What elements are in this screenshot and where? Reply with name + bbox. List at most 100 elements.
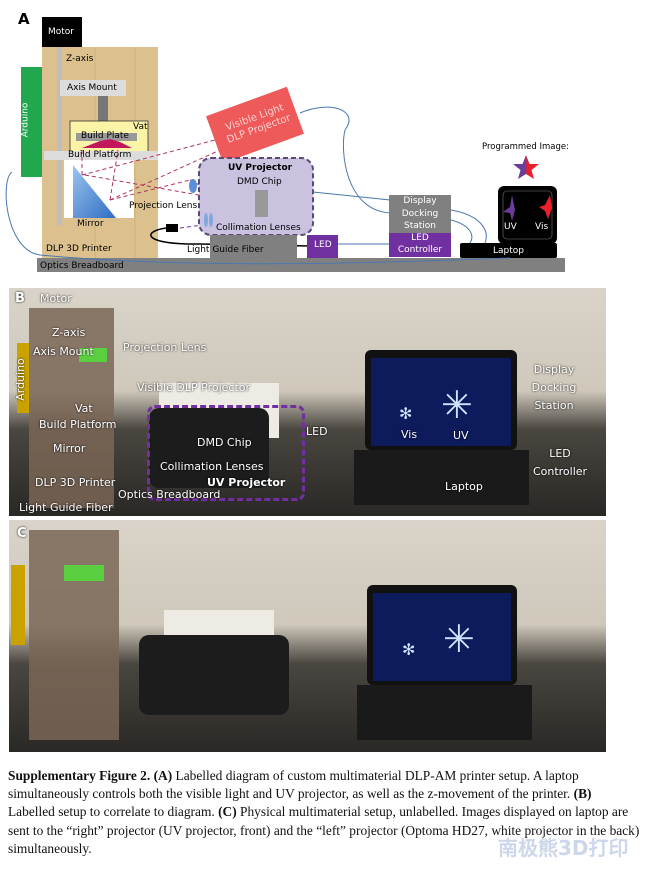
projector-base bbox=[210, 235, 297, 258]
led-controller-label: LED Controller bbox=[397, 233, 443, 255]
panel-a-letter: A bbox=[18, 10, 30, 28]
dmd-chip-label: DMD Chip bbox=[237, 177, 282, 187]
vis-label: Vis bbox=[535, 222, 549, 232]
fiber-tip bbox=[166, 224, 178, 232]
build-platform-label: Build Platform bbox=[68, 150, 132, 160]
vat-label: Vat bbox=[133, 122, 148, 132]
build-plate-label: Build Plate bbox=[81, 131, 129, 141]
projection-lens-label: Projection Lens bbox=[129, 201, 198, 211]
laptop-base-photo bbox=[357, 685, 532, 740]
led-controller-box bbox=[389, 233, 451, 257]
b-dmd-chip-label: DMD Chip bbox=[197, 436, 252, 449]
b-projection-lens-label: Projection Lens bbox=[123, 341, 207, 354]
build-plate bbox=[76, 133, 137, 141]
b-axis-mount-label: Axis Mount bbox=[33, 345, 94, 358]
light-guide-fiber bbox=[150, 227, 311, 247]
b-visible-projector-label: Visible DLP Projector bbox=[137, 381, 251, 394]
projection-lens bbox=[189, 179, 197, 193]
collimation-lens bbox=[209, 213, 213, 227]
uv-projector-photo bbox=[139, 635, 289, 715]
build-platform bbox=[44, 151, 158, 160]
optics-breadboard bbox=[37, 258, 565, 272]
b-motor-label: Motor bbox=[40, 292, 72, 305]
led-box bbox=[307, 235, 338, 258]
caption-ref-a: (A) bbox=[153, 768, 173, 783]
collimation-lenses-label: Collimation Lenses bbox=[216, 223, 301, 233]
motor-box bbox=[42, 17, 82, 47]
caption-ref-b: (B) bbox=[573, 786, 592, 802]
vis-star-icon bbox=[539, 195, 552, 219]
b-docking-station-label: Display Docking Station bbox=[531, 363, 577, 412]
caption-text-b: Labelled setup to correlate to diagram. bbox=[8, 804, 219, 820]
printed-part bbox=[82, 139, 132, 148]
printer-frame-photo bbox=[29, 530, 119, 740]
uv-projector-outline bbox=[147, 405, 305, 501]
laptop-screen-photo bbox=[371, 358, 511, 446]
diagram-shapes bbox=[5, 47, 565, 272]
light-guide-fiber-label: Light Guide Fiber bbox=[187, 245, 264, 255]
laptop-base-photo bbox=[354, 450, 529, 505]
axis-mount-label: Axis Mount bbox=[67, 83, 117, 93]
optics-breadboard-label: Optics Breadboard bbox=[40, 261, 124, 271]
b-dlp-printer-label: DLP 3D Printer bbox=[35, 476, 116, 489]
uv-projector-label: UV Projector bbox=[228, 163, 293, 173]
laptop-label: Laptop bbox=[493, 246, 524, 256]
caption-text-c: Physical multimaterial setup, unlabelled… bbox=[8, 804, 640, 856]
b-vis-label: Vis bbox=[401, 428, 418, 441]
snowflake-icon: ✳ bbox=[441, 383, 473, 427]
star-icon bbox=[513, 155, 539, 179]
snowflake-icon: ✻ bbox=[402, 640, 416, 659]
axis-mount-photo bbox=[64, 565, 104, 581]
snowflake-icon: ✻ bbox=[399, 404, 413, 423]
docking-station-label: Display Docking Station bbox=[401, 196, 439, 231]
dmd-chip bbox=[255, 190, 268, 217]
led-label: LED bbox=[314, 240, 332, 250]
watermark: 南极熊3D打印 bbox=[498, 836, 629, 860]
b-laptop-label: Laptop bbox=[445, 480, 483, 493]
z-axis-rod bbox=[57, 47, 62, 225]
b-arduino-label: Arduino bbox=[13, 358, 27, 401]
b-light-guide-fiber-label: Light Guide Fiber bbox=[19, 501, 113, 514]
arduino-photo bbox=[17, 343, 29, 413]
panel-b-photo: ✻ ✳ B Motor Z-axis Axis Mount Arduino Pr… bbox=[9, 288, 606, 516]
uv-label: UV bbox=[504, 222, 517, 232]
figure-caption: Supplementary Figure 2. (A) Labelled dia… bbox=[8, 767, 640, 858]
panel-b-letter: B bbox=[15, 291, 25, 306]
motor-label: Motor bbox=[48, 27, 75, 37]
collimation-lens bbox=[204, 213, 208, 227]
laptop-screen-photo bbox=[373, 593, 511, 681]
arduino-board bbox=[21, 67, 42, 177]
docking-station-box bbox=[389, 195, 451, 233]
programmed-image-label: Programmed Image: bbox=[482, 142, 569, 152]
b-uv-label: UV bbox=[453, 429, 469, 442]
panel-a-diagram: A Motor Z-axis Axis Mount Arduino Vat Bu… bbox=[0, 0, 648, 280]
axis-mount-photo bbox=[79, 348, 107, 362]
b-z-axis-label: Z-axis bbox=[52, 326, 86, 339]
panel-c-photo: ✻ ✳ C bbox=[9, 520, 606, 752]
caption-ref-c: (C) bbox=[218, 804, 237, 820]
b-uv-projector-label: UV Projector bbox=[207, 476, 286, 489]
b-mirror-label: Mirror bbox=[53, 442, 86, 455]
arduino-photo bbox=[11, 565, 25, 645]
uv-projector-photo bbox=[149, 408, 269, 488]
b-optics-breadboard-label: Optics Breadboard bbox=[118, 488, 221, 501]
mirror-label: Mirror bbox=[77, 219, 104, 229]
printer-frame-photo bbox=[29, 308, 114, 508]
cables bbox=[5, 106, 511, 265]
visible-projector-box bbox=[206, 86, 304, 164]
b-collimation-lenses-label: Collimation Lenses bbox=[160, 460, 264, 473]
dlp-printer-label: DLP 3D Printer bbox=[46, 244, 112, 254]
caption-title: Supplementary Figure 2. bbox=[8, 768, 151, 783]
arduino-label: Arduino bbox=[20, 102, 31, 138]
b-led-controller-label: LED Controller bbox=[532, 447, 588, 478]
laptop-base bbox=[460, 243, 557, 258]
panel-c-letter: C bbox=[17, 526, 27, 541]
mirror bbox=[73, 165, 116, 218]
b-build-platform-label: Build Platform bbox=[39, 418, 117, 431]
uv-star-icon bbox=[503, 195, 515, 221]
b-vat-label: Vat bbox=[75, 402, 93, 415]
caption-text-a: Labelled diagram of custom multimaterial… bbox=[8, 768, 579, 802]
z-axis-label: Z-axis bbox=[66, 54, 94, 64]
snowflake-icon: ✳ bbox=[443, 617, 475, 661]
